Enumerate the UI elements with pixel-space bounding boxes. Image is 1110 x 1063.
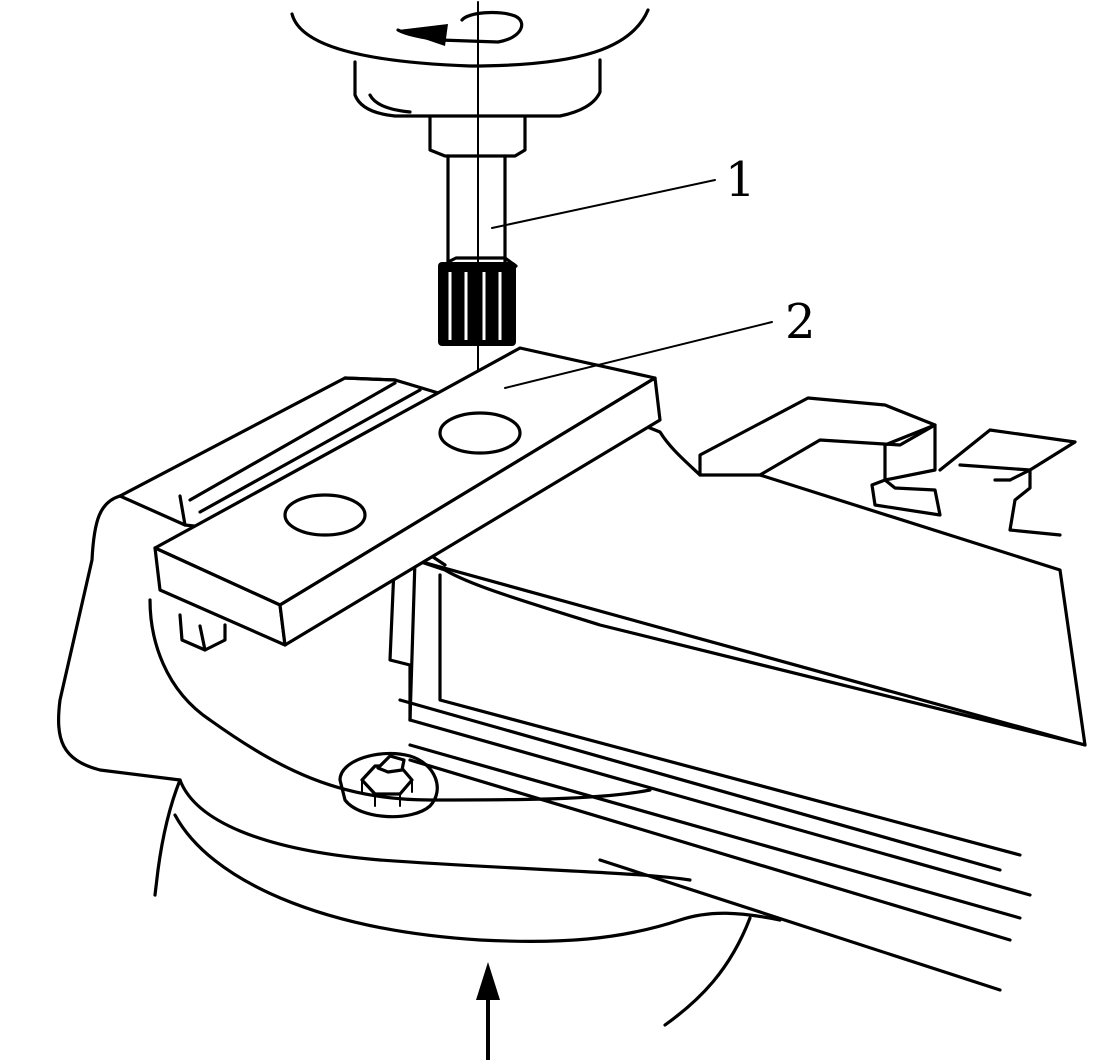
spindle-head bbox=[290, 8, 650, 272]
hole-1 bbox=[438, 411, 522, 455]
callout-label-2: 2 bbox=[785, 294, 816, 350]
workpiece bbox=[153, 346, 662, 652]
thread-milling-cutter bbox=[438, 256, 518, 346]
vise-base bbox=[56, 492, 782, 1027]
vise-body bbox=[388, 416, 1087, 992]
leader-line-1 bbox=[491, 179, 716, 229]
hole-2 bbox=[283, 493, 367, 537]
t-slot-rails bbox=[698, 396, 1077, 537]
callout-label-1: 1 bbox=[725, 152, 756, 208]
feed-direction-arrow-icon bbox=[476, 962, 500, 1060]
rotation-arrow-icon bbox=[396, 10, 524, 46]
leader-line-2 bbox=[504, 321, 773, 389]
clamp-bolt bbox=[338, 751, 439, 819]
